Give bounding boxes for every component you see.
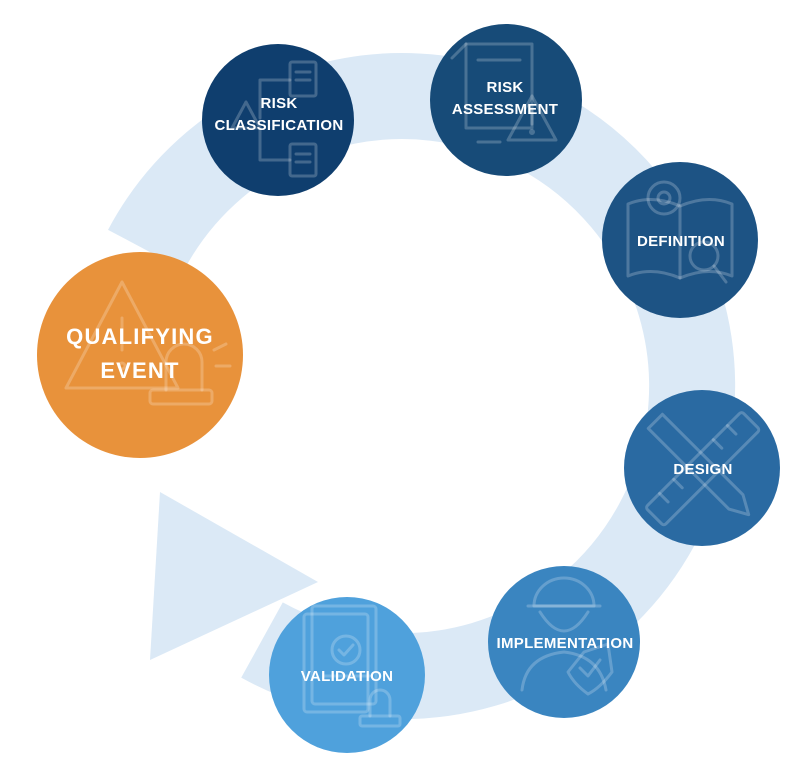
step-label-line: QUALIFYING	[66, 324, 214, 349]
step-label-line: IMPLEMENTATION	[497, 635, 634, 652]
step-label-line: DESIGN	[673, 461, 732, 478]
step-implementation[interactable]: IMPLEMENTATION	[488, 566, 640, 718]
step-circle	[37, 252, 243, 458]
worker-shield-icon	[520, 576, 614, 696]
pencil-ruler-icon	[645, 411, 761, 527]
step-label-line: RISK	[260, 95, 297, 112]
step-circle	[624, 390, 780, 546]
document-warning-icon	[450, 42, 558, 144]
step-label-line: RISK	[486, 79, 523, 96]
cycle-arrowhead	[150, 492, 318, 660]
step-definition[interactable]: DEFINITION	[602, 162, 758, 318]
step-circle	[602, 162, 758, 318]
step-validation[interactable]: VALIDATION	[269, 597, 425, 753]
step-label-line: EVENT	[100, 358, 179, 383]
step-risk-assessment[interactable]: RISK ASSESSMENT	[430, 24, 582, 176]
step-circle	[269, 597, 425, 753]
step-circle	[430, 24, 582, 176]
book-target-magnifier-icon	[626, 180, 734, 284]
step-label-line: VALIDATION	[301, 668, 393, 685]
step-circle	[202, 44, 354, 196]
step-risk-classification[interactable]: RISK CLASSIFICATION	[202, 44, 354, 196]
flowchart-documents-icon	[230, 60, 318, 178]
step-design[interactable]: DESIGN	[624, 390, 780, 546]
certificate-stamp-icon	[302, 604, 402, 728]
warning-siren-icon	[64, 280, 232, 406]
step-circle	[488, 566, 640, 718]
step-label-line: ASSESSMENT	[452, 101, 558, 118]
step-qualifying-event[interactable]: QUALIFYING EVENT	[37, 252, 243, 458]
step-label-line: CLASSIFICATION	[215, 117, 344, 134]
step-label-line: DEFINITION	[637, 233, 725, 250]
